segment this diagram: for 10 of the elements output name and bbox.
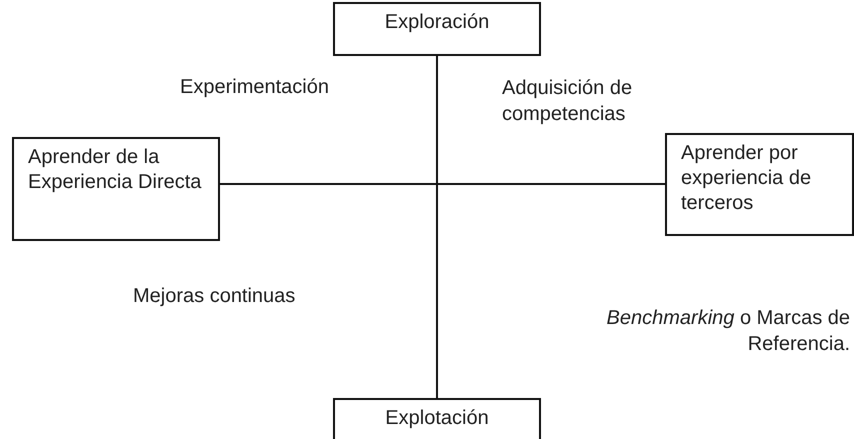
quadrant-label: Adquisición de competencias (502, 76, 634, 127)
concept-box: Aprender de la Experiencia Directa (12, 137, 220, 241)
axis-line (220, 183, 665, 185)
quadrant-label: Mejoras continuas (133, 284, 296, 309)
quadrant-label: Benchmarking o Marcas de Referencia. (606, 306, 850, 357)
concept-box: Explotación (333, 398, 541, 439)
concept-box: Exploración (333, 2, 541, 56)
quadrant-label: Experimentación (180, 75, 330, 100)
axis-line (436, 56, 438, 398)
concept-box: Aprender por experiencia de terceros (665, 133, 854, 236)
